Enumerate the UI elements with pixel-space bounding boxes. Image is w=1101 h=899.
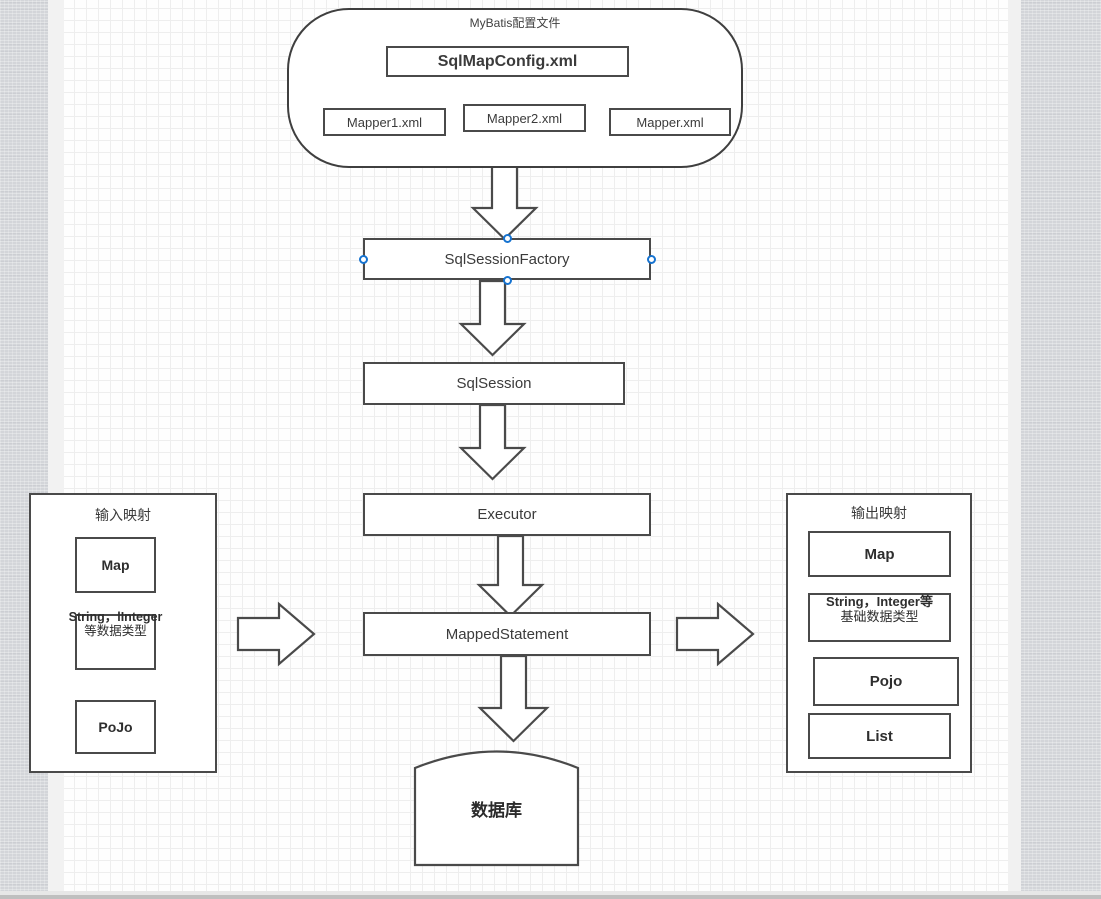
mapper2-xml-box[interactable]: Mapper2.xml — [463, 104, 586, 132]
output-item-map[interactable]: Map — [808, 531, 951, 577]
sqlmapconfig-xml-box[interactable]: SqlMapConfig.xml — [386, 46, 629, 77]
down-arrow-3 — [458, 403, 527, 481]
input-item-map-label: Map — [101, 557, 130, 573]
right-arrow-output — [675, 601, 755, 667]
canvas-bottom-shadow — [0, 891, 1101, 895]
input-item-pojo-label: PoJo — [98, 719, 133, 735]
executor-box[interactable]: Executor — [363, 493, 651, 536]
right-arrow-input — [236, 601, 316, 667]
down-arrow-1 — [470, 163, 539, 241]
input-item-pojo[interactable]: PoJo — [75, 700, 156, 754]
selection-handle-right[interactable] — [646, 254, 656, 264]
drawing-canvas[interactable]: MyBatis配置文件 SqlMapConfig.xml Mapper1.xml… — [29, 0, 1008, 895]
input-mapping-title: 输入映射 — [95, 507, 151, 523]
output-item-map-label: Map — [864, 545, 895, 563]
input-item-basic-line2: 等数据类型 — [84, 624, 147, 638]
database-label: 数据库 — [471, 801, 522, 820]
down-arrow-2 — [458, 279, 527, 357]
output-item-list[interactable]: List — [808, 713, 951, 759]
window-bottom-bar — [0, 895, 1101, 899]
output-item-basic-types[interactable]: String，Integer等 基础数据类型 — [808, 593, 951, 642]
input-item-basic-types[interactable]: String，lInteger 等数据类型 — [69, 610, 162, 670]
database-shape[interactable] — [413, 750, 580, 867]
output-item-basic-line1: String，Integer等 — [826, 594, 933, 609]
mapper-xml-box[interactable]: Mapper.xml — [609, 108, 731, 136]
input-item-basic-line1: String，lInteger — [68, 610, 163, 624]
output-item-pojo[interactable]: Pojo — [813, 657, 959, 706]
sqlsessionfactory-box[interactable]: SqlSessionFactory — [363, 238, 651, 280]
right-margin-strip — [1008, 0, 1021, 895]
output-item-pojo-label: Pojo — [869, 673, 903, 690]
selection-handle-top[interactable] — [502, 233, 512, 243]
selection-handle-bottom[interactable] — [502, 275, 512, 285]
config-group-title: MyBatis配置文件 — [469, 16, 561, 30]
output-item-list-label: List — [866, 727, 893, 745]
selection-handle-left[interactable] — [358, 254, 368, 264]
sqlsession-box[interactable]: SqlSession — [363, 362, 625, 405]
mapper1-xml-box[interactable]: Mapper1.xml — [323, 108, 446, 136]
mybatis-config-container[interactable] — [287, 8, 743, 168]
output-mapping-title: 输出映射 — [851, 505, 907, 521]
input-item-map[interactable]: Map — [75, 537, 156, 593]
mappedstatement-box[interactable]: MappedStatement — [363, 612, 651, 656]
down-arrow-4 — [476, 534, 545, 618]
arrow-layer — [236, 45, 755, 867]
output-item-basic-line2: 基础数据类型 — [840, 608, 919, 624]
down-arrow-5 — [477, 654, 550, 743]
